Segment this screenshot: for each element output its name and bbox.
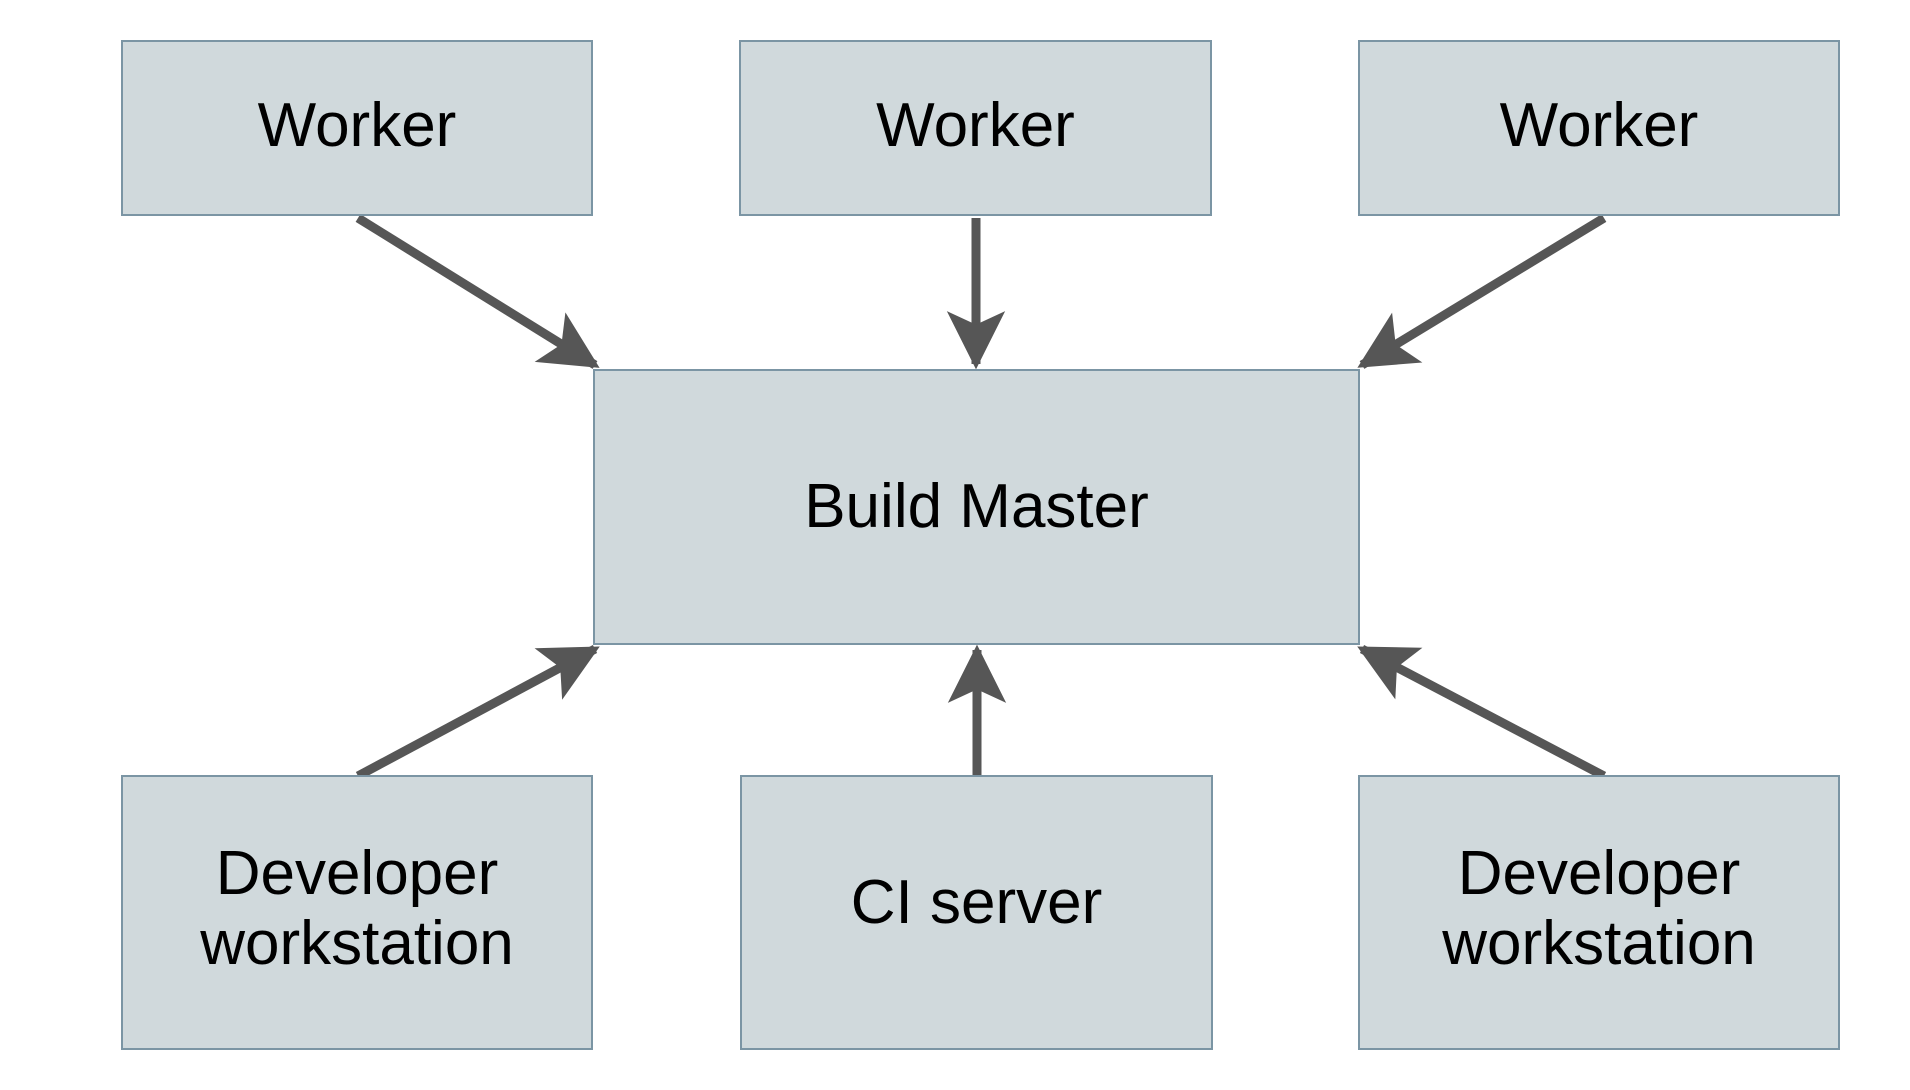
edge-dev1-to-master bbox=[355, 645, 600, 780]
edge-dev2-to-master bbox=[1357, 645, 1607, 780]
node-label: Developer workstation bbox=[200, 839, 514, 978]
edge-worker1-to-master bbox=[355, 214, 600, 369]
node-worker-1[interactable]: Worker bbox=[121, 40, 593, 216]
node-label: CI server bbox=[850, 867, 1103, 937]
node-label: Developer workstation bbox=[1442, 839, 1756, 978]
edge-worker3-to-master bbox=[1357, 214, 1607, 369]
node-label: Worker bbox=[1499, 91, 1699, 161]
node-ci-server[interactable]: CI server bbox=[740, 775, 1213, 1050]
node-worker-3[interactable]: Worker bbox=[1358, 40, 1840, 216]
node-worker-2[interactable]: Worker bbox=[739, 40, 1212, 216]
node-label: Worker bbox=[257, 91, 457, 161]
node-developer-workstation-left[interactable]: Developer workstation bbox=[121, 775, 593, 1050]
node-build-master[interactable]: Build Master bbox=[593, 369, 1360, 645]
node-developer-workstation-right[interactable]: Developer workstation bbox=[1358, 775, 1840, 1050]
node-label: Worker bbox=[876, 91, 1075, 161]
node-label: Build Master bbox=[804, 472, 1149, 542]
